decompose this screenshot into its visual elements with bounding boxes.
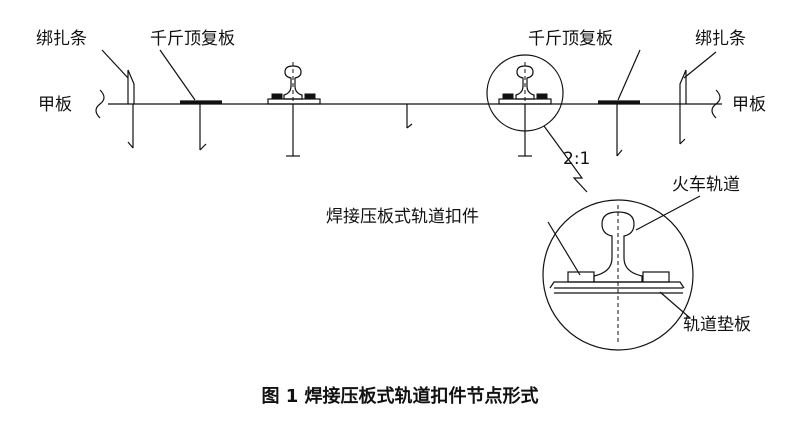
leader-rail-pad [659, 291, 691, 319]
stiffeners [127, 104, 686, 157]
label-scale: 2:1 [563, 149, 590, 169]
label-train-rail: 火车轨道 [672, 175, 740, 195]
tie-strip-left [127, 69, 135, 104]
leader-tie-strip-left [101, 49, 129, 79]
tie-strip-right [679, 69, 687, 104]
label-deck-left: 甲板 [38, 95, 72, 115]
label-tie-strip-left: 绑扎条 [36, 29, 87, 49]
leader-welded-clamp [547, 221, 581, 276]
deck-break-right [711, 89, 721, 119]
detail-view [542, 199, 694, 351]
label-jack-plate-right: 千斤顶复板 [528, 29, 613, 49]
label-welded-clamp: 焊接压板式轨道扣件 [326, 207, 479, 227]
label-jack-plate-left: 千斤顶复板 [150, 29, 235, 49]
leader-tie-strip-right [683, 51, 717, 79]
leader-jack-plate-right [617, 49, 641, 101]
deck-break-left [95, 89, 105, 119]
rail-fastener-left [267, 62, 321, 157]
label-deck-right: 甲板 [732, 95, 766, 115]
leader-jack-plate-left [159, 49, 196, 101]
label-rail-pad: 轨道垫板 [683, 315, 751, 335]
rail-fastener-right [486, 54, 564, 157]
label-tie-strip-right: 绑扎条 [695, 29, 746, 49]
detail-leader [543, 125, 588, 193]
figure-caption: 图 1 焊接压板式轨道扣件节点形式 [261, 385, 538, 407]
leader-train-rail [635, 195, 701, 231]
